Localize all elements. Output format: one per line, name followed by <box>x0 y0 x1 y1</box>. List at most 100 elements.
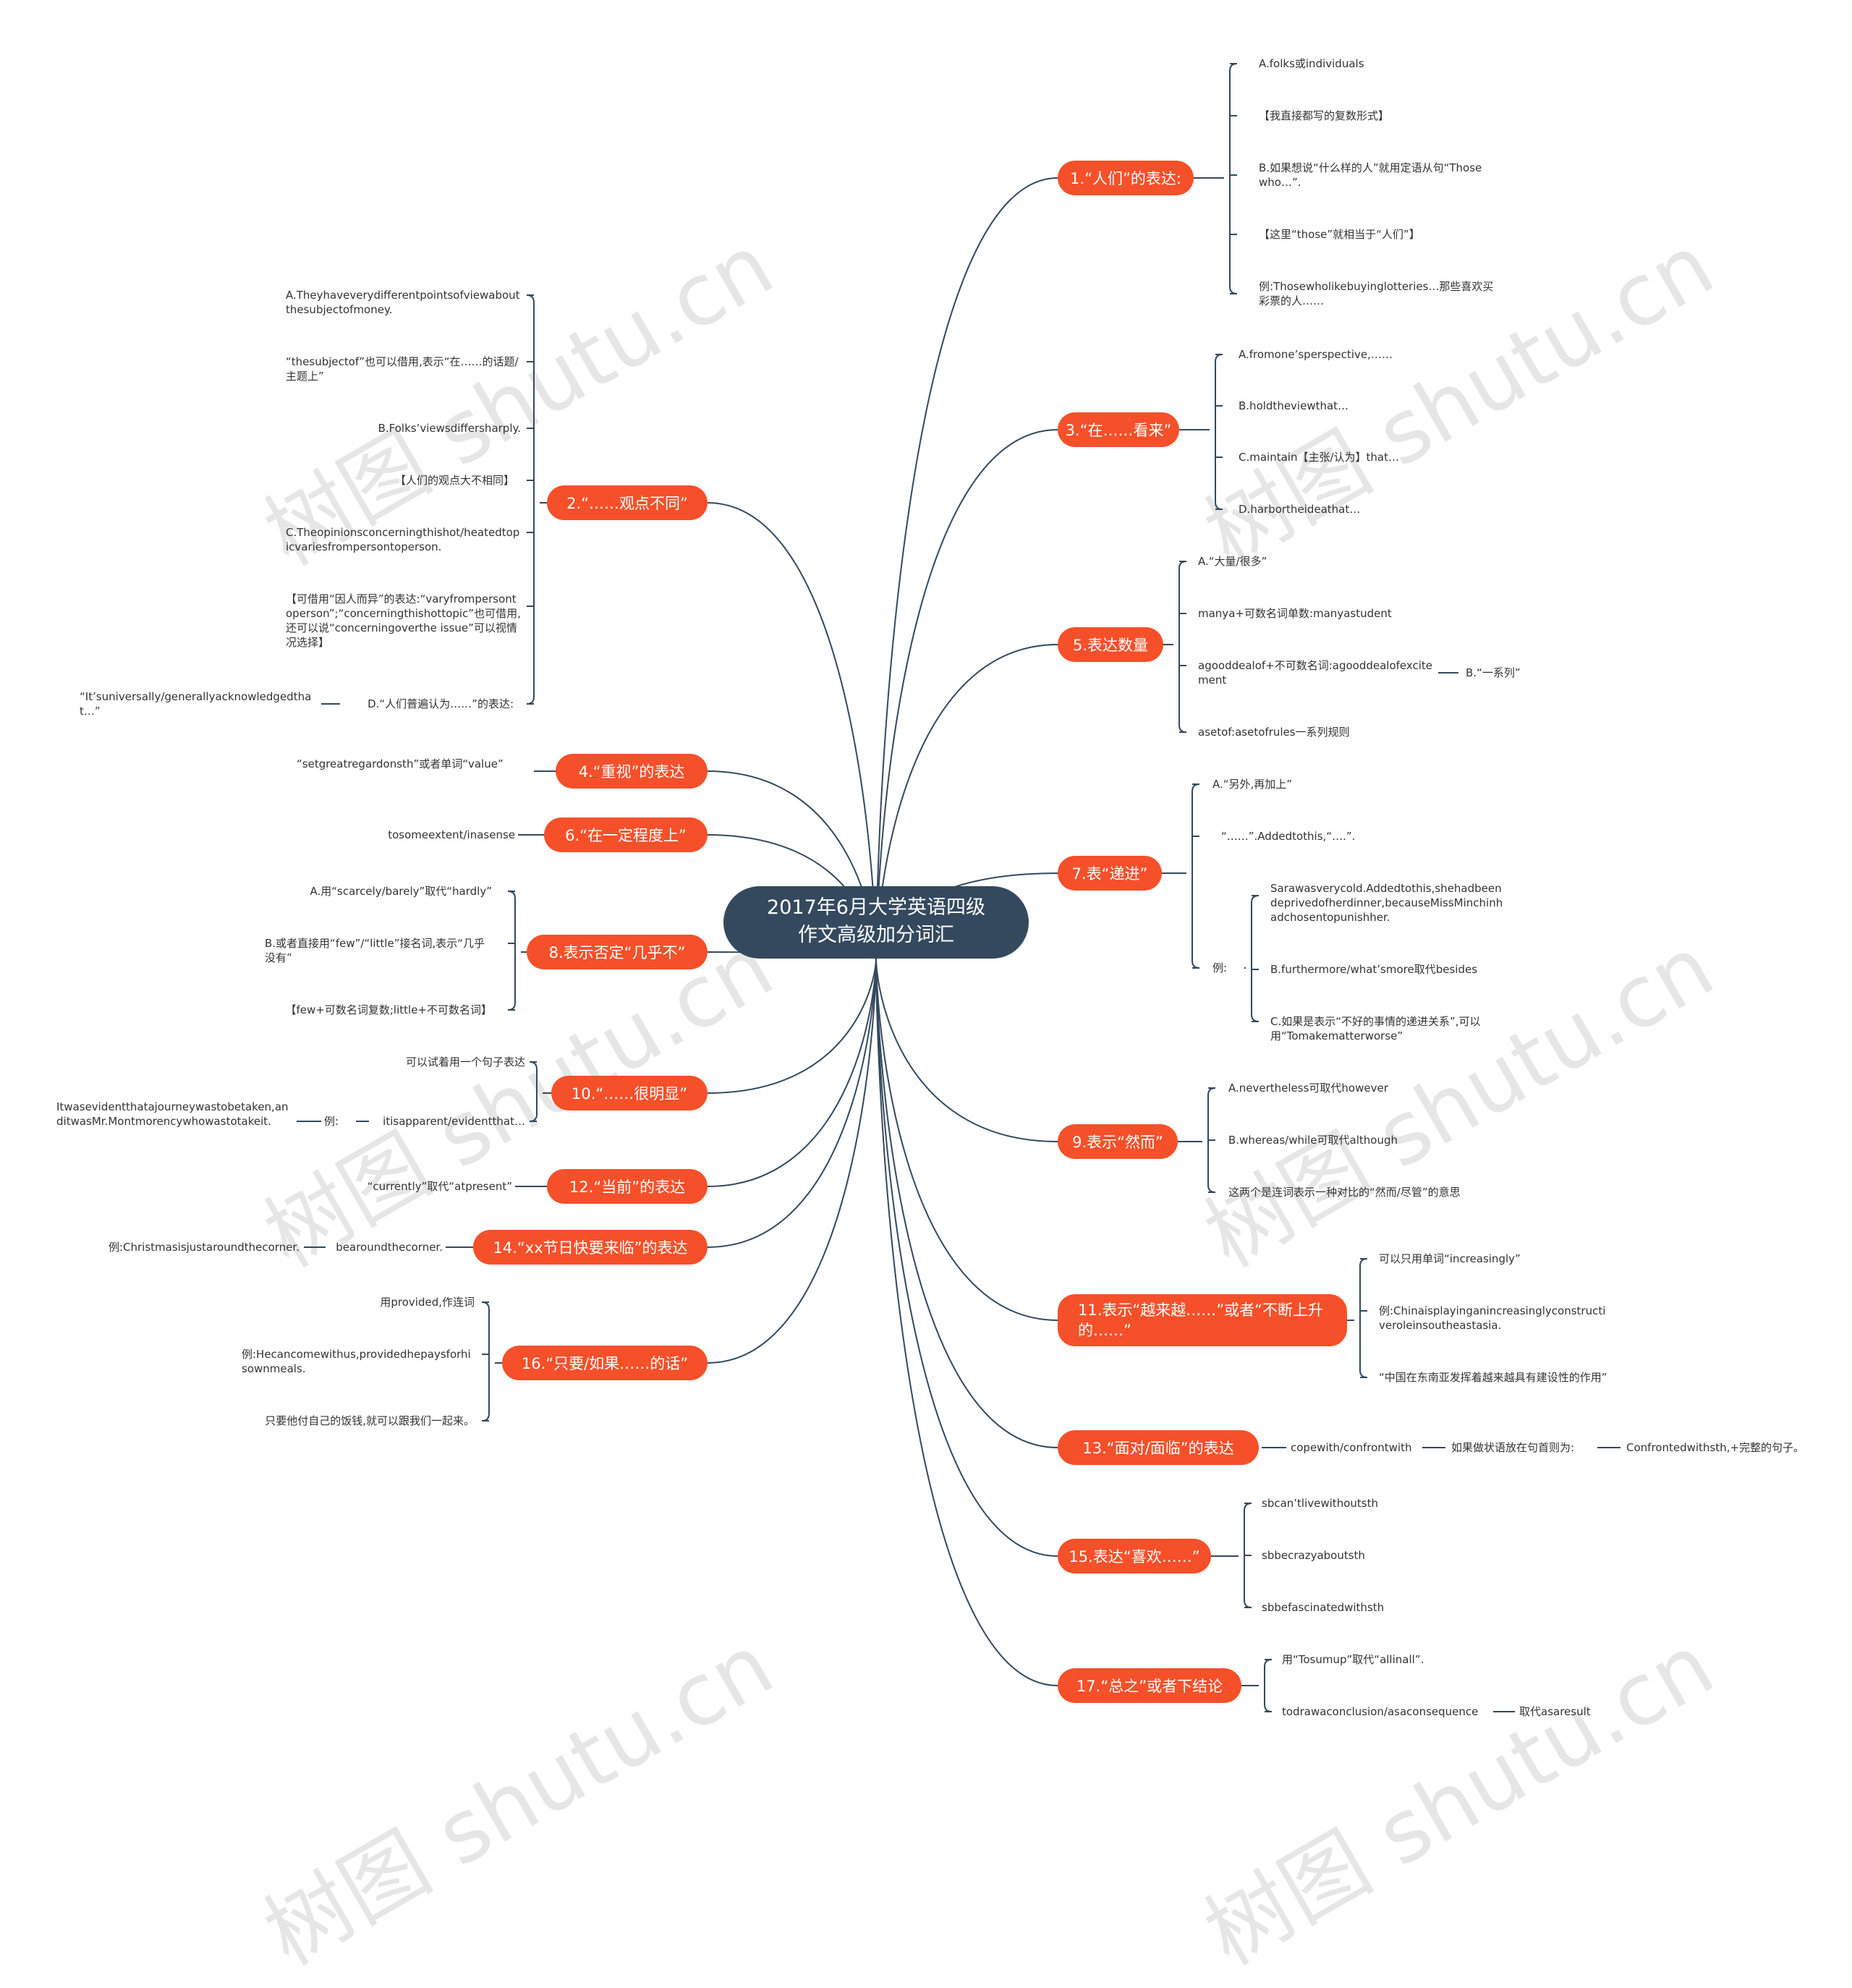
leaf-2-d: 【人们的观点大不相同】 <box>394 474 514 487</box>
leaf-11-c: “中国在东南亚发挥着越来越具有建设性的作用” <box>1379 1371 1607 1384</box>
leaf-16-b: 例:Hecancomewithus,providedhepaysforhisow… <box>242 1348 471 1375</box>
leaf-16-c: 只要他付自己的饭钱,就可以跟我们一起来。 <box>265 1414 475 1427</box>
leaf-1-b: 【我直接都写的复数形式】 <box>1259 109 1390 122</box>
branch-connector <box>707 958 877 1094</box>
brace-2-bracket <box>526 294 535 705</box>
leaf-1-a: A.folks或individuals <box>1259 57 1364 70</box>
branch-13[interactable]: 13.“面对/面临”的表达 <box>1058 1430 1259 1465</box>
leaf-6-a: tosomeextent/inasense <box>388 828 515 841</box>
leaf-9-c: 这两个是连词表示一种对比的“然而/尽管”的意思 <box>1228 1186 1461 1199</box>
branch-connector <box>707 958 877 1187</box>
leaf-5-a: A.“大量/很多” <box>1198 555 1267 568</box>
leaf-1-d: 【这里“those”就相当于“人们”】 <box>1259 228 1420 241</box>
brace-17-bracket <box>1264 1659 1273 1712</box>
leaf-15-b: sbbecrazyaboutsth <box>1262 1549 1365 1562</box>
leaf-3-d: D.harbortheideathat… <box>1239 503 1361 516</box>
branch-connector <box>875 429 1058 959</box>
leaf-1-e: 例:Thosewholikebuyinglotteries…那些喜欢买彩票的人…… <box>1259 280 1494 307</box>
leaf-7-c: 例: <box>1212 961 1228 974</box>
leaf-5-c: agooddealof+不可数名词:agooddealofexcitement <box>1198 659 1433 687</box>
branch-6[interactable]: 6.“在一定程度上” <box>544 817 708 852</box>
root-topic[interactable]: 2017年6月大学英语四级 作文高级加分词汇 <box>723 886 1029 959</box>
leaf-5-d: B.“一系列” <box>1466 666 1521 679</box>
brace-7-bracket <box>1192 783 1200 969</box>
leaf-17-b: todrawaconclusion/asaconsequence <box>1282 1705 1479 1718</box>
leaf-1-c: B.如果想说“什么样的人”就用定语从句“Thosewho…”. <box>1259 161 1482 189</box>
branch-connector <box>875 958 1058 1448</box>
brace-7b-bracket <box>1251 895 1260 1022</box>
leaf-2-h: “It’suniversally/generallyacknowledgedth… <box>80 690 312 718</box>
leaf-11-a: 可以只用单词“increasingly” <box>1379 1252 1521 1265</box>
leaf-8-c: 【few+可数名词复数;little+不可数名词】 <box>285 1003 492 1016</box>
branch-connector <box>875 958 1058 1142</box>
branch-5[interactable]: 5.表达数量 <box>1058 627 1163 662</box>
branch-17[interactable]: 17.“总之”或者下结论 <box>1058 1668 1241 1703</box>
leaf-3-b: B.holdtheviewthat… <box>1239 399 1349 412</box>
branch-11[interactable]: 11.表示“越来越……”或者“不断上升的……” <box>1058 1294 1347 1346</box>
leaf-3-c: C.maintain【主张/认为】that… <box>1239 451 1399 464</box>
leaf-15-c: sbbefascinatedwithsth <box>1262 1601 1385 1614</box>
leaf-13-c: Confrontedwithsth,+完整的句子。 <box>1626 1441 1804 1454</box>
leaf-2-e: C.Theopinionsconcerningthishot/heatedtop… <box>286 526 520 553</box>
leaf-17-c: 取代asaresult <box>1519 1705 1591 1718</box>
branch-16[interactable]: 16.“只要/如果……的话” <box>502 1346 708 1380</box>
leaf-2-f: 【可借用“因人而异”的表达:“varyfrompersontoperson”;“… <box>286 592 521 649</box>
branch-2[interactable]: 2.“……观点不同” <box>547 485 708 520</box>
connector-lines <box>297 63 1620 1712</box>
leaf-9-b: B.whereas/while可取代although <box>1228 1134 1398 1147</box>
leaf-10-d: Itwasevidentthatajourneywastobetaken,and… <box>56 1100 289 1128</box>
leaf-7-f: C.如果是表示“不好的事情的递进关系”,可以用“Tomakematterwors… <box>1270 1015 1481 1042</box>
leaf-2-g: D.“人们普遍认为……”的表达: <box>368 697 514 710</box>
leaf-10-c: 例: <box>324 1115 339 1128</box>
brace-1-bracket <box>1229 63 1238 294</box>
branch-connector <box>875 177 1058 959</box>
branch-7[interactable]: 7.表“递进” <box>1058 856 1162 891</box>
leaf-11-b: 例:Chinaisplayinganincreasinglyconstructi… <box>1379 1304 1606 1332</box>
leaf-7-d: Sarawasverycold.Addedtothis,shehadbeende… <box>1270 882 1503 924</box>
leaf-2-b: “thesubjectof”也可以借用,表示“在……的话题/主题上” <box>286 355 519 383</box>
leaf-15-a: sbcan’tlivewithoutsth <box>1262 1497 1378 1510</box>
root-title-line1: 2017年6月大学英语四级 <box>767 896 985 919</box>
leaf-9-a: A.nevertheless可取代however <box>1228 1082 1388 1095</box>
branch-12[interactable]: 12.“当前”的表达 <box>547 1169 708 1204</box>
leaf-8-a: A.用“scarcely/barely”取代“hardly” <box>310 885 492 898</box>
branch-14[interactable]: 14.“xx节日快要来临”的表达 <box>473 1230 708 1265</box>
leaf-16-a: 用provided,作连词 <box>380 1296 475 1309</box>
leaf-17-a: 用“Tosumup”取代“allinall”. <box>1282 1653 1424 1666</box>
leaf-5-b: manya+可数名词单数:manyastudent <box>1198 607 1392 620</box>
branch-connector <box>707 958 877 1364</box>
leaf-14-a: bearoundthecorner. <box>336 1241 443 1254</box>
branch-4[interactable]: 4.“重视”的表达 <box>556 754 708 789</box>
branch-connector <box>875 958 1058 1686</box>
root-title-line2: 作文高级加分词汇 <box>798 924 954 946</box>
leaf-8-b: B.或者直接用“few”/“little”接名词,表示“几乎没有” <box>265 937 485 964</box>
leaf-14-b: 例:Christmasisjustaroundthecorner. <box>108 1241 300 1254</box>
leaf-13-a: copewith/confrontwith <box>1291 1441 1412 1454</box>
leaf-7-b: “……”.Addedtothis,“….”. <box>1221 830 1356 843</box>
leaf-2-a: A.Theyhaveverydifferentpointsofviewabout… <box>286 289 520 316</box>
branch-connector <box>875 958 1058 1557</box>
leaf-3-a: A.fromone’sperspective,…… <box>1239 348 1393 361</box>
branch-15[interactable]: 15.表达“喜欢……” <box>1058 1539 1211 1573</box>
branch-1[interactable]: 1.“人们”的表达: <box>1058 161 1194 195</box>
brace-8-bracket <box>507 891 516 1011</box>
branch-connector <box>707 958 877 1248</box>
branch-connector <box>875 958 1058 1321</box>
brace-10-bracket <box>529 1061 538 1122</box>
brace-16-bracket <box>481 1301 490 1422</box>
brace-11-bracket <box>1359 1258 1368 1378</box>
leaf-5-e: asetof:asetofrules一系列规则 <box>1198 726 1350 739</box>
branch-3[interactable]: 3.“在……看来” <box>1058 412 1179 447</box>
branch-9[interactable]: 9.表示“然而” <box>1058 1124 1178 1159</box>
leaf-13-b: 如果做状语放在句首则为: <box>1451 1441 1575 1454</box>
leaf-12-a: “currently”取代“atpresent” <box>367 1180 512 1193</box>
brace-5-bracket <box>1178 561 1187 733</box>
brace-3-bracket <box>1215 354 1223 510</box>
leaf-10-a: 可以试着用一个句子表达 <box>405 1055 525 1069</box>
leaf-7-e: B.furthermore/what’smore取代besides <box>1270 963 1478 976</box>
branch-8[interactable]: 8.表示否定“几乎不” <box>527 935 708 969</box>
branch-10[interactable]: 10.“……很明显” <box>551 1076 708 1110</box>
leaf-10-b: itisapparent/evidentthat… <box>383 1115 525 1128</box>
leaf-2-c: B.Folks’viewsdiffersharply. <box>378 422 521 435</box>
leaf-4-a: “setgreatregardonsth”或者单词“value” <box>297 757 504 770</box>
